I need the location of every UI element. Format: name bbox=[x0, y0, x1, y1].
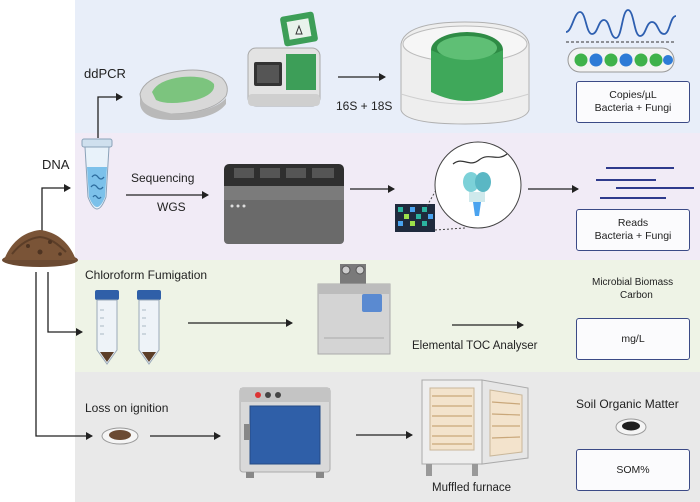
ddpcr-output-line2: Bacteria + Fungi bbox=[594, 102, 672, 114]
falcon-tubes-icon bbox=[95, 290, 161, 365]
ddpcr-output-box: Copies/µL Bacteria + Fungi bbox=[576, 81, 690, 123]
loi-label: Loss on ignition bbox=[85, 401, 169, 415]
som-output-box: SOM% bbox=[576, 449, 690, 491]
sequencing-detail-icon bbox=[395, 141, 522, 232]
dna-tube-icon bbox=[81, 138, 113, 210]
toc-analyser-icon bbox=[317, 264, 391, 355]
ddpcr-target-label: 16S + 18S bbox=[336, 99, 393, 113]
sequencing-label: Sequencing bbox=[131, 171, 195, 185]
soil-dish-icon bbox=[101, 427, 139, 445]
muffle-furnace-label: Muffled furnace bbox=[432, 482, 512, 494]
mbc-title-line2: Carbon bbox=[620, 290, 653, 301]
dna-label: DNA bbox=[42, 157, 70, 172]
fumigation-label: Chloroform Fumigation bbox=[85, 268, 208, 282]
ddpcr-output-line1: Copies/µL bbox=[609, 89, 657, 101]
muffle-furnace-icon bbox=[421, 379, 529, 476]
toc-analyser-label: Elemental TOC Analyser bbox=[412, 340, 538, 352]
charred-sample-dish-icon bbox=[615, 418, 647, 436]
mbc-title-line1: Microbial Biomass bbox=[592, 277, 674, 288]
ddpcr-instrument-icon bbox=[400, 21, 530, 125]
droplet-signal-icon bbox=[565, 9, 677, 73]
reads-lines-icon bbox=[596, 167, 694, 199]
som-title: Soil Organic Matter bbox=[576, 397, 679, 411]
sequencing-output-line2: Bacteria + Fungi bbox=[594, 230, 672, 242]
mbc-output-box: mg/L bbox=[576, 318, 690, 360]
drying-oven-icon bbox=[239, 387, 331, 478]
sequencer-icon bbox=[224, 164, 344, 244]
sequencing-output-line1: Reads bbox=[617, 217, 649, 229]
ddpcr-label: ddPCR bbox=[84, 66, 126, 81]
som-output-value: SOM% bbox=[616, 463, 650, 476]
droplet-generator-icon bbox=[139, 69, 228, 120]
soil-pile-icon bbox=[2, 230, 78, 267]
sequencing-method-label: WGS bbox=[157, 200, 186, 214]
sequencing-output-box: Reads Bacteria + Fungi bbox=[576, 209, 690, 251]
mbc-output-value: mg/L bbox=[621, 332, 645, 345]
droplet-reader-icon bbox=[247, 11, 321, 107]
